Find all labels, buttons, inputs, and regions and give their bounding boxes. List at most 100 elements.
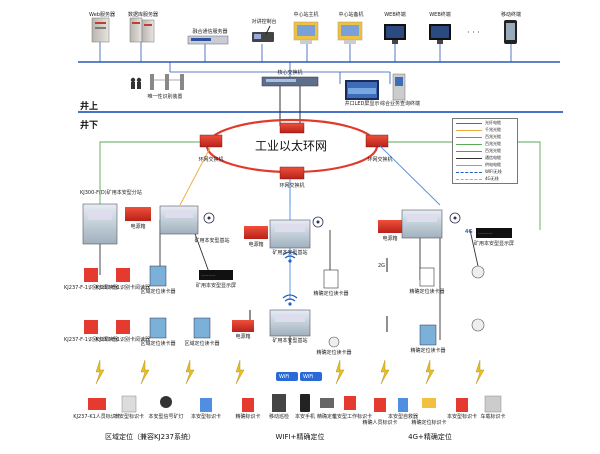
label-2g: 2G (378, 263, 386, 269)
ring-switch-bottom-icon (279, 166, 305, 180)
power-box-left-icon (125, 207, 151, 221)
db-server-label: 数据库服务器 (127, 12, 159, 18)
terminal-rescuer-icon (398, 398, 408, 412)
led-label: 井口LED屏显示 (344, 101, 380, 107)
terminal-11-label: 本安型自救器 (387, 414, 419, 420)
display-screen-left-icon: -------- (199, 270, 233, 280)
label-4g: 4G (465, 229, 473, 235)
kj-substation-icon (82, 203, 118, 245)
location-pin-left-icon (203, 212, 215, 224)
power-box-right-icon (378, 220, 402, 233)
power-lower-label: 电源箱 (235, 334, 251, 340)
reader-kj237-1-label: KJ237-F-1识别卡阅读器 (64, 285, 118, 291)
ring-title: 工业以太环网 (255, 139, 328, 153)
reader-kj237-1-icon (84, 268, 98, 282)
power-box-lower-icon (232, 320, 254, 332)
reader-kj237-3-icon (84, 320, 98, 334)
zone-above: 井上 (80, 102, 99, 112)
reader-area-1-icon (149, 265, 167, 287)
gate-icon (150, 74, 184, 90)
reader-kj237-4-label: KJ237-F-1识别卡阅读器 (96, 337, 150, 343)
terminal-13-label: 本安型标识卡 (446, 414, 478, 420)
zone-below: 井下 (80, 121, 99, 131)
people-icon (130, 77, 142, 89)
dome-camera-1-icon (471, 265, 485, 279)
kiosk-icon (392, 73, 406, 101)
legend-box: 光纤电缆 千兆光缆 百兆光缆 百兆光缆 百兆光缆 通信电缆 供电电缆 WIFI无… (452, 118, 518, 184)
terminal-12-label: 精确定位标识卡 (411, 420, 447, 426)
web-term-2-label: WEB终端 (429, 12, 451, 18)
wifi-symbol-2-icon (282, 251, 298, 263)
reader-precise-1-label: 精确定位读卡器 (313, 291, 349, 297)
bottom-caption-right: 4G+精确定位 (408, 433, 452, 441)
intercom-icon (252, 25, 274, 42)
fusion-server-icon (187, 35, 229, 45)
core-switch-icon (261, 76, 319, 87)
reader-kj237-3-label: KJ237-F-1识别卡阅读器 (64, 337, 118, 343)
dome-camera-2-icon (471, 318, 485, 332)
power-right-label: 电源箱 (382, 236, 398, 242)
terminal-lamp-icon (160, 396, 172, 408)
mine-substation-right-icon (401, 209, 443, 239)
ellipsis-label: · · · (467, 28, 480, 37)
reader-kj237-4-icon (116, 320, 130, 334)
display-left-label: 矿用本安型显示屏 (195, 283, 237, 289)
terminal-vehicle-icon (484, 395, 502, 413)
ring-switch-top-icon (279, 122, 305, 134)
core-switch-label: 核心交换机 (277, 70, 303, 76)
wifi-badge-1-text: WiFi (279, 374, 290, 380)
terminal-10-label: 精确人员标识卡 (362, 420, 398, 426)
power-mid-label: 电源箱 (248, 242, 264, 248)
ring-switch-left-label: 环网交换机 (198, 157, 224, 163)
terminal-precise-tag-icon (422, 398, 436, 408)
wifi-badge-2-icon (300, 372, 322, 381)
ring-switch-right-icon (365, 134, 389, 148)
web-terminal-2-icon (429, 24, 451, 44)
terminal-2-label: 本安型标识卡 (113, 414, 145, 420)
reader-precise-3-label: 精确定位读卡器 (410, 348, 446, 354)
svg-text:--------: -------- (201, 273, 216, 279)
dome-camera-3-icon (328, 336, 340, 348)
kiosk-label: 综合业务查询终端 (379, 101, 421, 107)
wifi-badge-1-icon (276, 372, 298, 381)
legend-item: 通信电缆 (456, 155, 514, 161)
legend-item: 百兆光缆 (456, 134, 514, 140)
terminal-tag-red-icon (88, 398, 106, 410)
terminal-person-icon (374, 398, 386, 412)
web-term-1-label: WEB终端 (384, 12, 406, 18)
reader-kj237-2-icon (116, 268, 130, 282)
location-pin-right-icon (449, 212, 461, 224)
terminal-precise-card-icon (242, 398, 254, 412)
terminal-14-label: 车载标识卡 (480, 414, 506, 420)
reader-area-2-label: 区域定位读卡器 (140, 341, 176, 347)
reader-precise-3-icon (419, 324, 437, 346)
terminal-precise-icon (320, 398, 334, 408)
terminal-7-label: 本安手机 (294, 414, 316, 420)
reader-area-3-label: 区域定位读卡器 (184, 341, 220, 347)
mine-substation-mid-icon (269, 219, 311, 249)
wifi-badge-2-text: WiFi (303, 374, 314, 380)
led-screen-icon (345, 80, 379, 100)
terminal-1-label: KJ237-K1人员标识卡 (73, 414, 121, 420)
ring-switch-bottom-label: 环网交换机 (279, 183, 305, 189)
web-server-label: Web服务器 (89, 12, 115, 18)
terminal-4-label: 本安型标识卡 (190, 414, 222, 420)
wifi-symbol-icon (282, 294, 298, 306)
terminal-tag-blue-icon (200, 398, 212, 412)
center-host-icon (293, 21, 319, 44)
reader-kj237-2-label: KJ237-F-1识别卡阅读器 (96, 285, 150, 291)
gate-label: 唯一性识别装置 (147, 94, 183, 100)
mine-substation-left-icon (159, 205, 199, 235)
terminal-8-label: 精确定位 (316, 414, 338, 420)
legend-item: 供电电缆 (456, 162, 514, 168)
intercom-label: 对讲控制台 (251, 19, 277, 25)
terminal-patrol-icon (272, 394, 286, 412)
power-left-label: 电源箱 (130, 224, 146, 230)
web-server-icon (91, 17, 110, 43)
bottom-caption-mid: WIFI+精确定位 (275, 433, 325, 441)
mine-sub-mid-label: 矿用本安型基站 (272, 250, 308, 256)
display-right-label: 矿用本安型显示屏 (473, 241, 515, 247)
terminal-tag-card-icon (121, 395, 137, 413)
center-host-label: 中心站主机 (293, 12, 319, 18)
power-box-mid-icon (244, 226, 268, 239)
